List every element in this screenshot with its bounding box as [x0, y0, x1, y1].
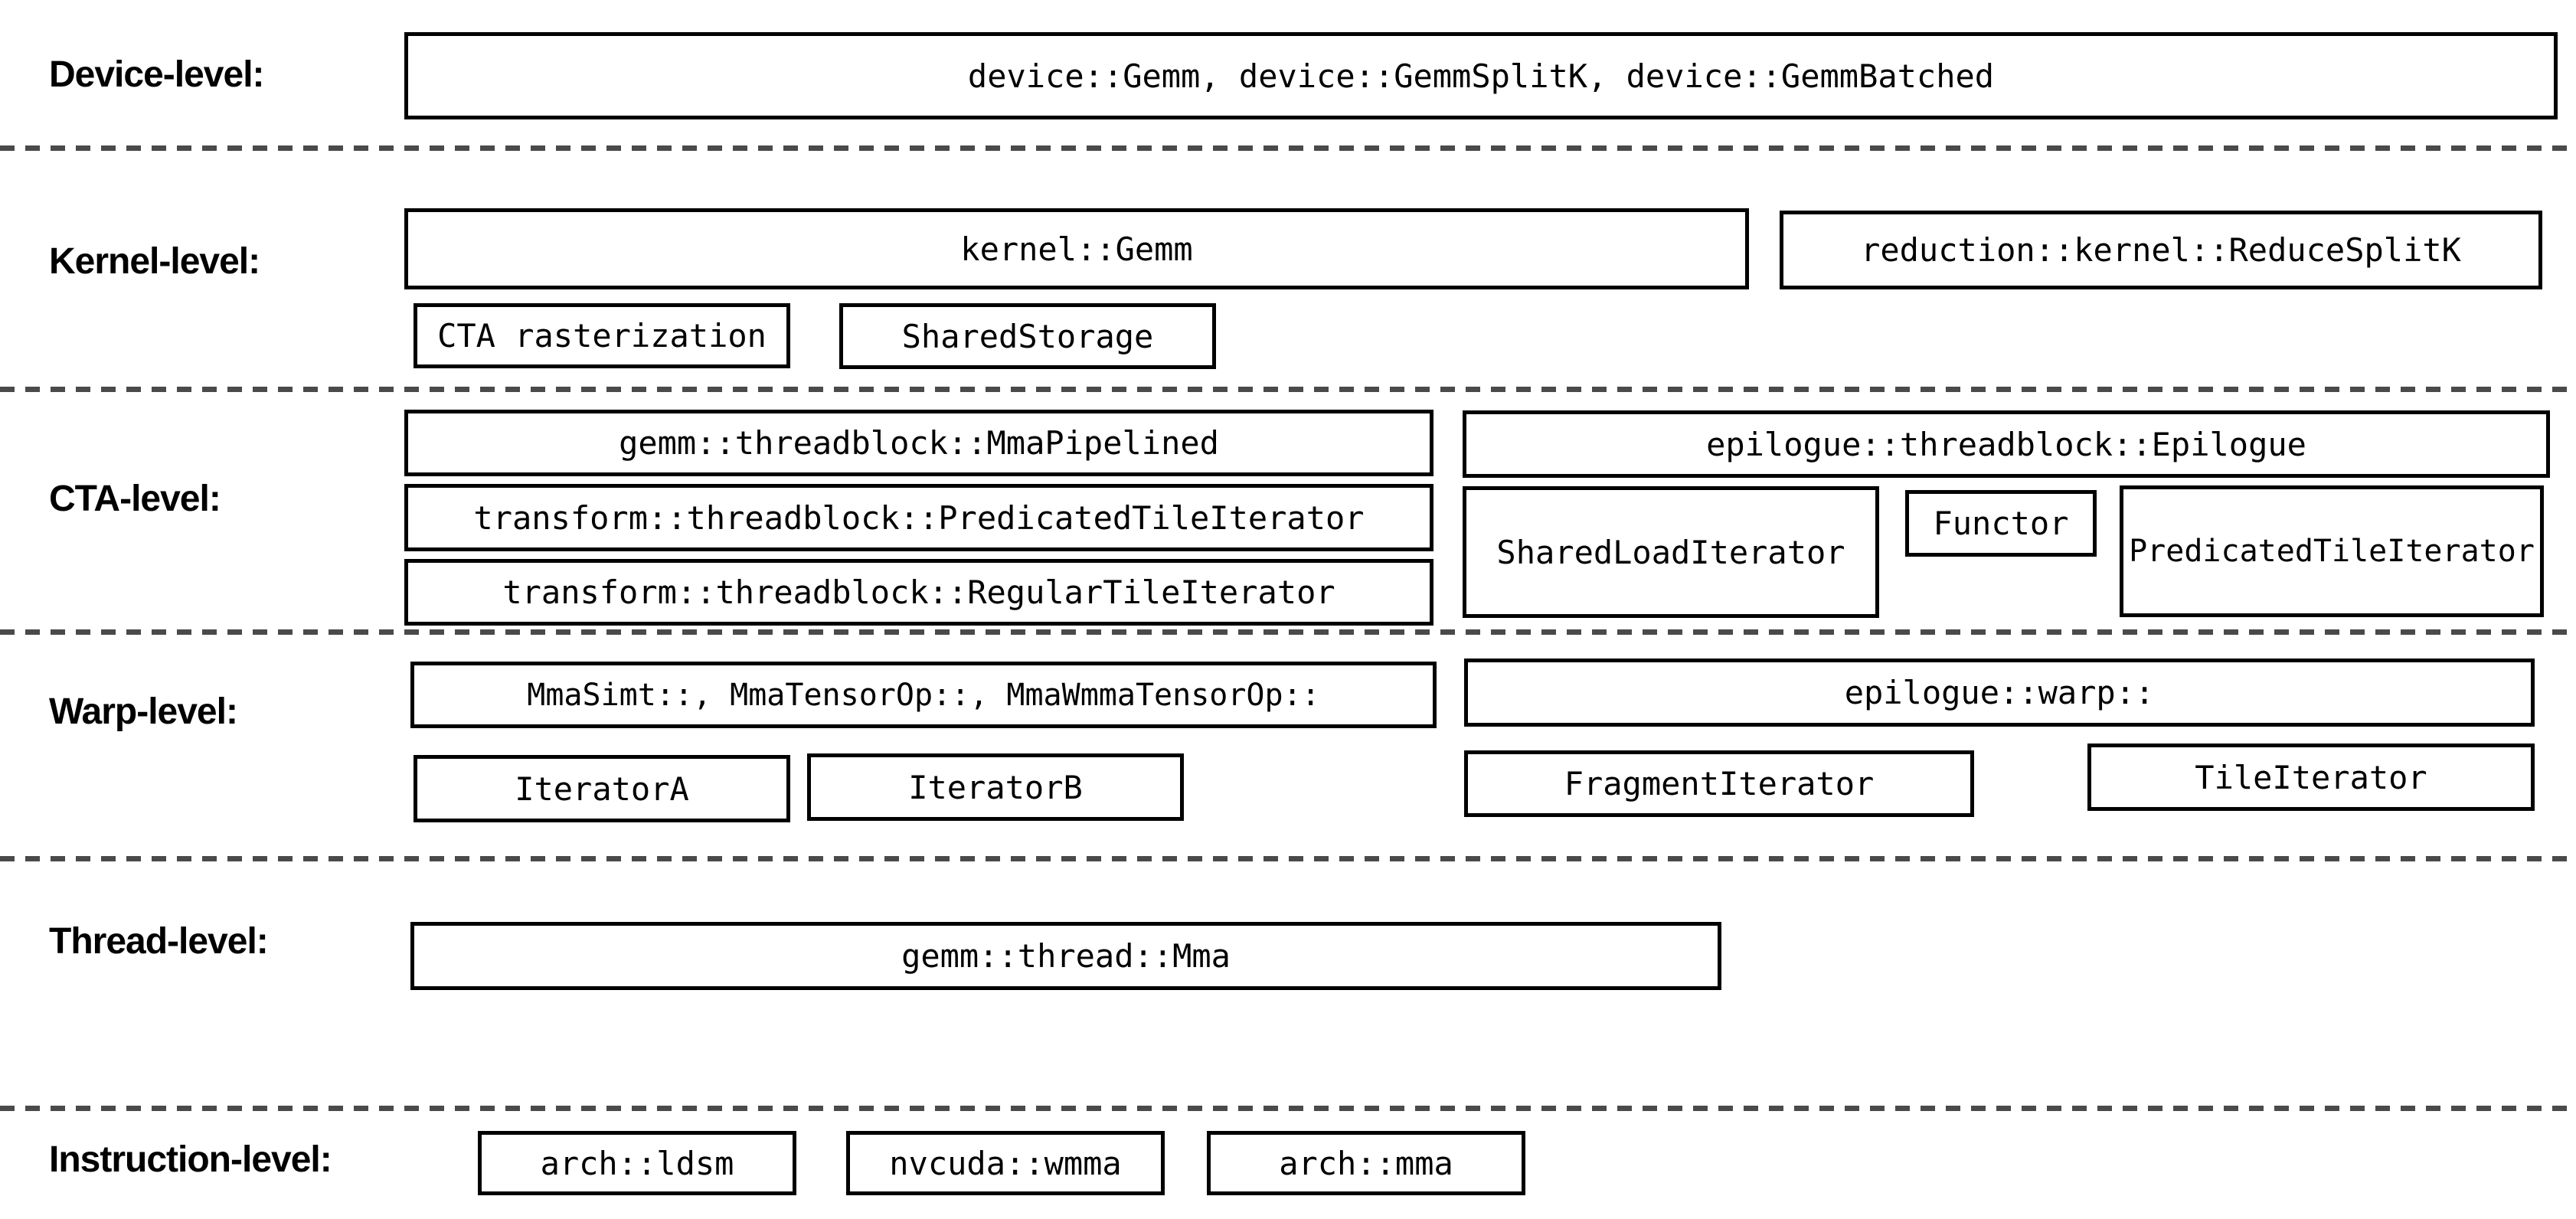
kernel-level-label: Kernel-level:: [49, 241, 260, 282]
epilogue-warp-box: epilogue::warp::: [1464, 659, 2535, 727]
fragment-iterator-box: FragmentIterator: [1464, 750, 1974, 817]
warp-mma-box: MmaSimt::, MmaTensorOp::, MmaWmmaTensorO…: [410, 662, 1437, 728]
device-level-label: Device-level:: [49, 54, 265, 95]
arch-mma-box: arch::mma: [1207, 1131, 1525, 1195]
arch-ldsm-box: arch::ldsm: [478, 1131, 796, 1195]
mma-pipelined-box: gemm::threadblock::MmaPipelined: [404, 410, 1433, 476]
cta-rasterization-box: CTA rasterization: [414, 303, 790, 368]
tile-iterator-box: TileIterator: [2087, 743, 2535, 811]
divider-kernel-cta: [0, 387, 2576, 392]
regular-tile-iterator-box: transform::threadblock::RegularTileItera…: [404, 559, 1433, 626]
epilogue-threadblock-box: epilogue::threadblock::Epilogue: [1463, 410, 2550, 478]
divider-warp-thread: [0, 856, 2576, 861]
functor-box: Functor: [1905, 490, 2097, 557]
device-gemm-box: device::Gemm, device::GemmSplitK, device…: [404, 32, 2558, 119]
shared-load-iterator-box: SharedLoadIterator: [1463, 486, 1879, 618]
thread-mma-box: gemm::thread::Mma: [410, 922, 1721, 990]
shared-storage-box: SharedStorage: [839, 303, 1216, 369]
iterator-a-box: IteratorA: [414, 755, 790, 822]
thread-level-label: Thread-level:: [49, 921, 269, 962]
instruction-level-label: Instruction-level:: [49, 1139, 332, 1180]
divider-device-kernel: [0, 145, 2576, 151]
kernel-gemm-box: kernel::Gemm: [404, 208, 1749, 289]
iterator-b-box: IteratorB: [807, 753, 1184, 821]
warp-level-label: Warp-level:: [49, 691, 238, 732]
nvcuda-wmma-box: nvcuda::wmma: [846, 1131, 1165, 1195]
divider-cta-warp: [0, 629, 2576, 635]
divider-thread-instruction: [0, 1106, 2576, 1111]
predicated-tile-iterator-epilogue-box: PredicatedTileIterator: [2120, 485, 2544, 617]
cta-level-label: CTA-level:: [49, 479, 221, 519]
predicated-tile-iterator-cta-box: transform::threadblock::PredicatedTileIt…: [404, 484, 1433, 551]
reduction-kernel-reducesplitk-box: reduction::kernel::ReduceSplitK: [1780, 211, 2542, 289]
